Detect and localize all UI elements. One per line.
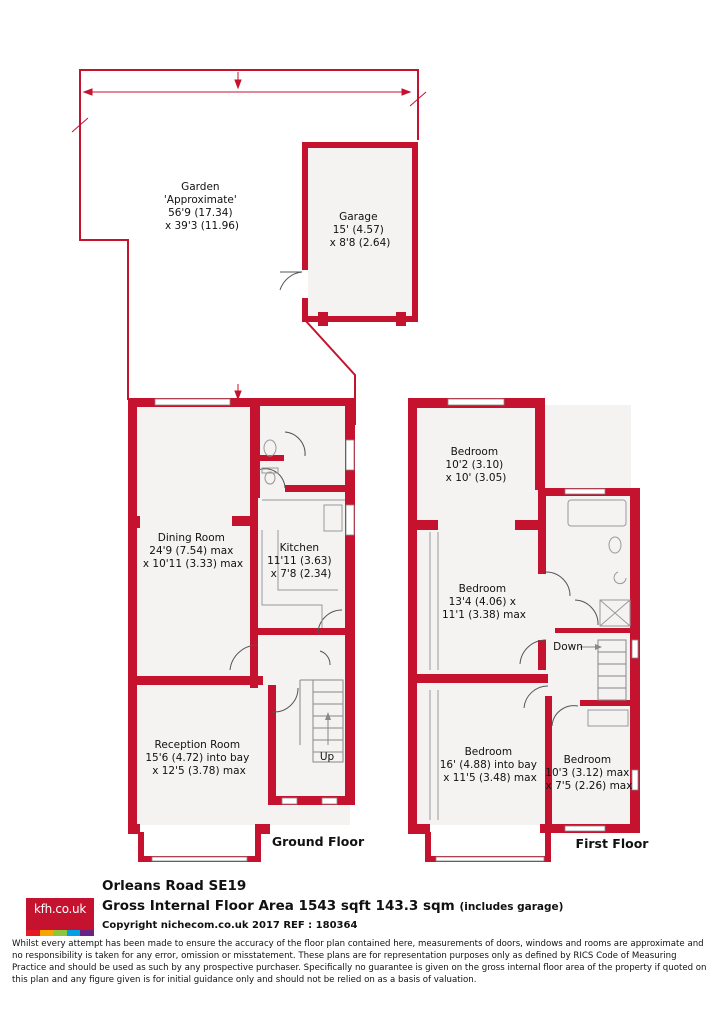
label-bedroom-2: Bedroom 13'4 (4.06) x 11'1 (3.38) max — [442, 583, 526, 621]
logo-stripe-1 — [26, 930, 40, 936]
label-dining-room: Dining Room 24'9 (7.54) max x 10'11 (3.3… — [143, 532, 243, 570]
room-labels: Garden 'Approximate' 56'9 (17.34) x 39'3… — [143, 181, 649, 851]
kfh-logo: kfh.co.uk — [26, 898, 94, 936]
logo-stripe-5 — [80, 930, 94, 936]
copyright: Copyright nichecom.co.uk 2017 REF : 1803… — [102, 920, 358, 931]
label-garden: Garden 'Approximate' 56'9 (17.34) x 39'3… — [164, 181, 240, 232]
logo-stripe-3 — [53, 930, 67, 936]
logo-stripe-2 — [39, 930, 54, 936]
logo-color-stripe — [26, 930, 94, 936]
ground-floor — [128, 398, 355, 862]
label-stairs-up: Up — [320, 751, 335, 763]
label-kitchen: Kitchen 11'11 (3.63) x 7'8 (2.34) — [267, 542, 335, 580]
garden-arrows — [71, 72, 427, 401]
garage — [279, 142, 418, 326]
label-bedroom-3: Bedroom 16' (4.88) into bay x 11'5 (3.48… — [440, 746, 541, 784]
label-garage: Garage 15' (4.57) x 8'8 (2.64) — [330, 211, 391, 249]
disclaimer: Whilst every attempt has been made to en… — [12, 939, 707, 985]
floor-plan: Garden 'Approximate' 56'9 (17.34) x 39'3… — [71, 69, 649, 862]
first-floor — [408, 398, 640, 862]
logo-text: kfh.co.uk — [34, 902, 86, 916]
property-address: Orleans Road SE19 — [102, 878, 247, 894]
label-stairs-down: Down — [553, 641, 583, 653]
logo-stripe-4 — [66, 930, 81, 936]
first-floor-title: First Floor — [576, 836, 650, 851]
label-bedroom-4: Bedroom 10'3 (3.12) max x 7'5 (2.26) max — [545, 754, 632, 792]
label-reception-room: Reception Room 15'6 (4.72) into bay x 12… — [145, 739, 252, 777]
label-bedroom-1: Bedroom 10'2 (3.10) x 10' (3.05) — [445, 446, 506, 484]
ground-floor-title: Ground Floor — [272, 834, 365, 849]
floor-area-note: (includes garage) — [459, 901, 564, 913]
floor-area-main: Gross Internal Floor Area 1543 sqft 143.… — [102, 898, 455, 914]
floor-area: Gross Internal Floor Area 1543 sqft 143.… — [102, 898, 563, 914]
